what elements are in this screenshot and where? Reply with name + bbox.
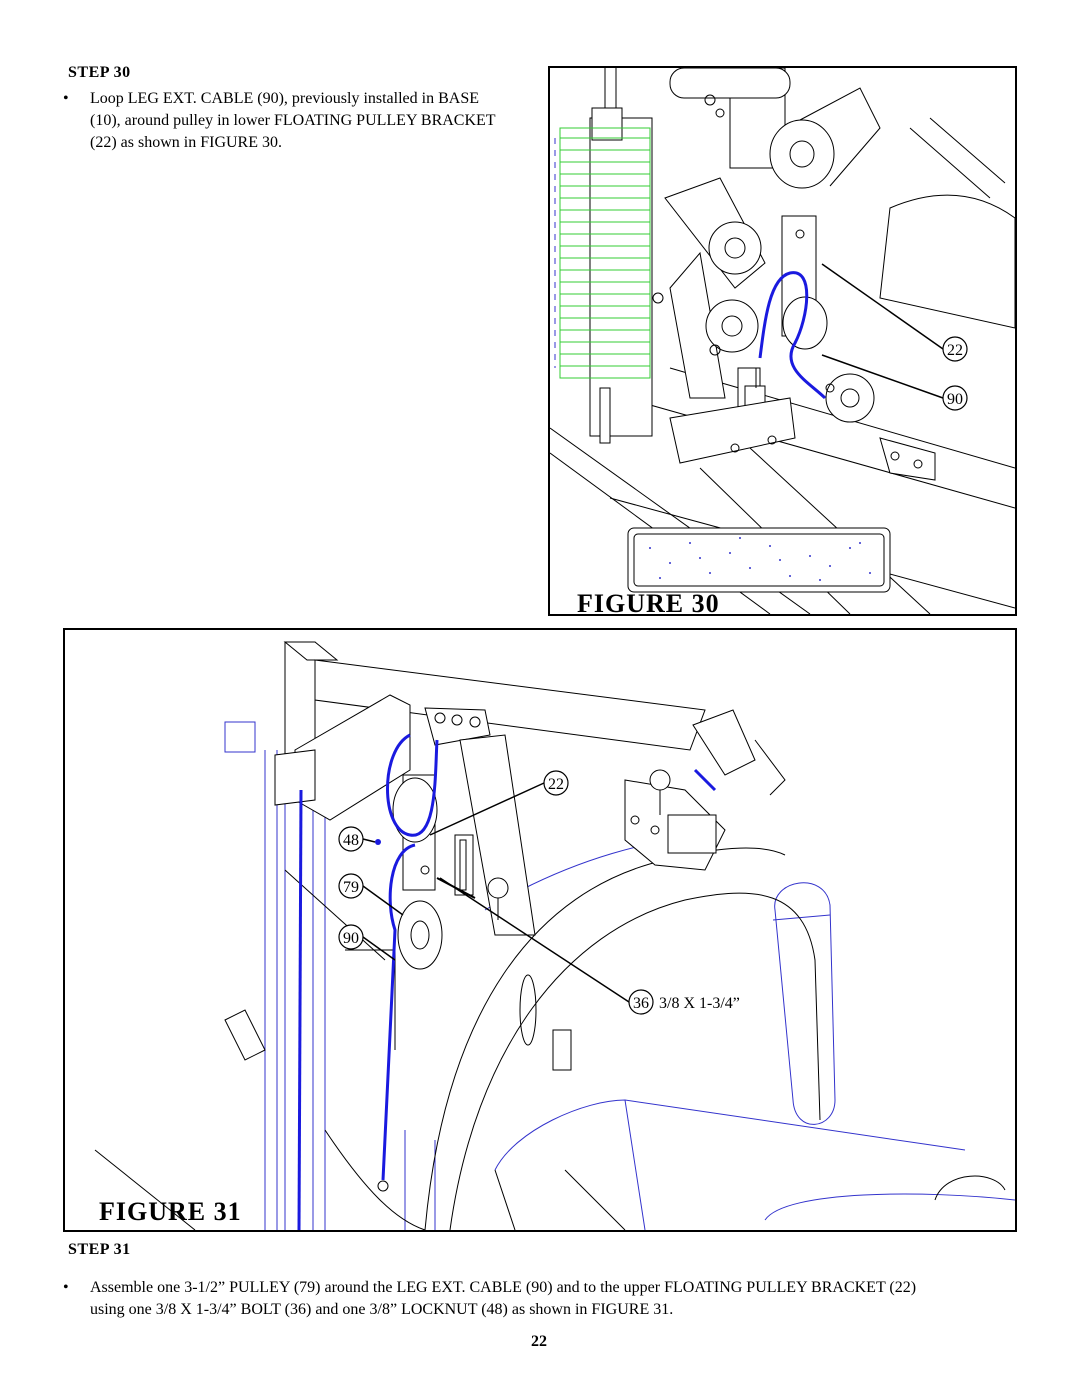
step-31-instructions: • Assemble one 3-1/2” PULLEY (79) around…: [63, 1277, 1023, 1321]
svg-text:90: 90: [343, 930, 359, 947]
figure-30-callout-22: 22: [942, 336, 968, 362]
figure-31-bolt-label: 3/8 X 1-3/4”: [659, 995, 740, 1012]
figure-31: 22 48 79 90 36 3/8 X 1-3/4” FIGURE 31: [63, 628, 1017, 1232]
step-30-instructions: • Loop LEG EXT. CABLE (90), previously i…: [63, 88, 548, 154]
step-30-line-3: (22) as shown in FIGURE 30.: [90, 134, 282, 151]
svg-text:36: 36: [633, 995, 649, 1012]
figure-31-callout-79: 79: [338, 873, 364, 899]
figure-30-caption: FIGURE 30: [577, 589, 720, 616]
cushion-texture: [649, 537, 871, 581]
figure-31-illustration: 22 48 79 90 36 3/8 X 1-3/4”: [94, 641, 1015, 1230]
svg-text:90: 90: [947, 391, 963, 408]
figure-31-callout-90: 90: [338, 924, 364, 950]
step-31-line-2: using one 3/8 X 1-3/4” BOLT (36) and one…: [90, 1301, 674, 1318]
step-30-bullet: •: [63, 90, 69, 107]
figure-30-callout-90: 90: [942, 385, 968, 411]
page-number: 22: [531, 1333, 547, 1350]
svg-text:22: 22: [947, 342, 963, 359]
step-30-line-1: Loop LEG EXT. CABLE (90), previously ins…: [90, 90, 479, 107]
figure-31-callout-48: 48: [338, 826, 364, 852]
figure-31-callout-22: 22: [543, 770, 569, 796]
figure-31-caption: FIGURE 31: [99, 1197, 242, 1226]
step-31-line-1: Assemble one 3-1/2” PULLEY (79) around t…: [90, 1279, 917, 1296]
svg-text:22: 22: [548, 776, 564, 793]
figure-30-illustration: 22 90: [550, 68, 1015, 614]
svg-text:48: 48: [343, 832, 359, 849]
step-30-line-2: (10), around pulley in lower FLOATING PU…: [90, 112, 496, 129]
figure-30: 22 90 FIGURE 30: [548, 66, 1017, 616]
step-31-bullet: •: [63, 1279, 69, 1296]
svg-text:79: 79: [343, 879, 359, 896]
step-31-heading: STEP 31: [68, 1241, 131, 1258]
figure-31-callout-36: 36: [628, 989, 654, 1015]
step-30-heading: STEP 30: [68, 64, 131, 81]
